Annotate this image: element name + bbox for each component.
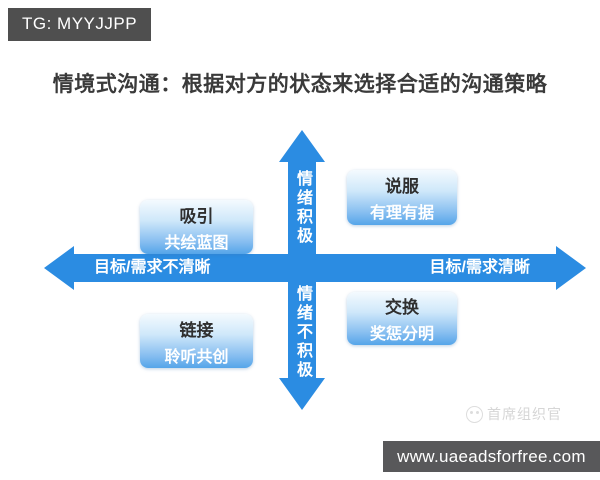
quadrant-subtitle: 奖惩分明 (369, 326, 434, 343)
arrow-right-icon (556, 246, 586, 290)
quadrant-title: 吸引 (179, 206, 214, 226)
page-title: 情境式沟通：根据对方的状态来选择合适的沟通策略 (52, 73, 548, 96)
axis-label-emotion-positive: 情绪积极 (294, 170, 311, 246)
quadrant-subtitle: 共绘蓝图 (164, 234, 229, 252)
watermark: 首席组织官 (466, 404, 562, 424)
quadrant-title: 交换 (385, 298, 419, 317)
arrow-down-icon (279, 378, 325, 410)
quadrant-box-attract: 吸引 共绘蓝图 (140, 200, 253, 254)
axis-label-goal-unclear: 目标/需求不清晰 (94, 259, 211, 276)
axis-label-emotion-negative: 情绪不积极 (294, 284, 311, 380)
quadrant-title: 链接 (179, 320, 214, 340)
footer-url-bar: www.uaeadsforfree.com (383, 441, 600, 472)
quadrant-subtitle: 有理有据 (369, 205, 434, 222)
quadrant-box-exchange: 交换 奖惩分明 (347, 292, 457, 345)
arrow-left-icon (44, 246, 74, 290)
vertical-axis-bar (288, 160, 316, 380)
quadrant-subtitle: 聆听共创 (164, 348, 229, 366)
arrow-up-icon (279, 130, 325, 162)
quadrant-title: 说服 (385, 177, 419, 196)
quadrant-box-persuade: 说服 有理有据 (347, 170, 457, 225)
axis-label-goal-clear: 目标/需求清晰 (429, 259, 530, 276)
watermark-text: 首席组织官 (487, 406, 562, 422)
telegram-badge: TG: MYYJJPP (8, 8, 152, 41)
watermark-logo-icon (466, 405, 483, 423)
quadrant-box-link: 链接 聆听共创 (140, 314, 253, 368)
